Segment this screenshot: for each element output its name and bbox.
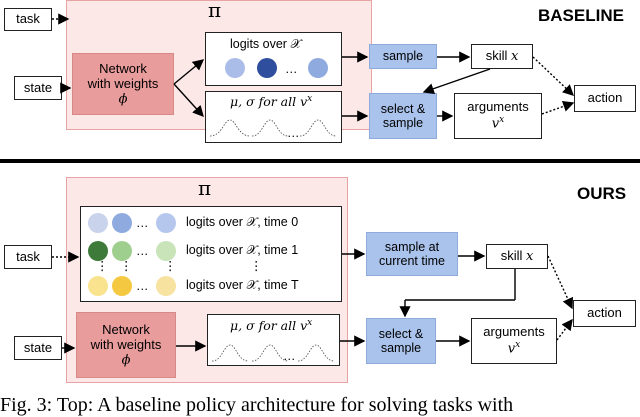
baseline-task-box: task — [4, 8, 52, 31]
ours-tT-dot-1 — [88, 276, 108, 296]
ours-tT-dot-2 — [112, 276, 132, 296]
ours-pi-label: π — [198, 176, 212, 200]
baseline-action-label: action — [587, 90, 623, 106]
ours-skill-text: skill — [500, 247, 526, 263]
ours-t1-dot-2 — [112, 241, 132, 261]
baseline-net-musigma-arrow — [173, 83, 204, 118]
ours-t1-dot-1 — [88, 241, 108, 261]
baseline-skill-action-arrow — [532, 56, 575, 96]
baseline-arguments-v: v — [491, 116, 500, 132]
baseline-state-label: state — [23, 79, 53, 95]
ours-musigma-sup: x — [307, 318, 313, 328]
ours-sample-current-box[interactable]: sample at current time — [366, 232, 458, 276]
baseline-select-box[interactable]: select & sample — [369, 93, 437, 139]
baseline-task-label: task — [16, 11, 40, 27]
ours-t0-label: logits over 𝒳, time 0 — [186, 215, 299, 229]
ours-task-label: task — [16, 248, 40, 264]
ours-skill-action-arrow — [547, 255, 573, 310]
baseline-logit-dot-1 — [225, 58, 245, 78]
ours-t0-dot-2 — [112, 213, 132, 233]
baseline-heading: BASELINE — [538, 6, 624, 25]
ours-t0-dot-3 — [156, 213, 176, 233]
ours-skill-box: skill x — [486, 244, 548, 269]
baseline-logit-dot-2 — [257, 58, 277, 78]
baseline-sample-label: sample — [382, 49, 424, 64]
baseline-skill-select-arrow — [422, 68, 491, 95]
ours-arguments-var: vx — [508, 340, 520, 357]
ours-musigma-box — [207, 314, 340, 366]
baseline-select-line2: sample — [382, 116, 424, 130]
baseline-logits-ellipsis: … — [285, 62, 298, 76]
ours-skill-label: skill x — [500, 247, 534, 265]
baseline-state-box: state — [14, 76, 62, 100]
ours-task-box: task — [4, 245, 52, 269]
ours-musigma-label: μ, σ for all vx — [230, 318, 312, 333]
ours-arguments-v: v — [507, 341, 516, 357]
baseline-musigma-sup: x — [307, 94, 313, 104]
baseline-skill-var: x — [510, 48, 519, 64]
baseline-musigma-text: μ, σ for all v — [230, 94, 308, 110]
baseline-pi-label: π — [208, 0, 222, 22]
ours-gaussians — [211, 344, 335, 362]
baseline-skill-box: skill x — [471, 44, 533, 69]
baseline-action-box: action — [574, 85, 636, 112]
baseline-skill-label: skill x — [485, 47, 519, 65]
ours-t1-ellipsis: … — [136, 244, 149, 258]
ours-tT-label: logits over 𝒳, time T — [186, 278, 299, 292]
baseline-sample-box[interactable]: sample — [369, 44, 437, 69]
ours-tT-ellipsis: … — [136, 279, 149, 293]
baseline-arguments-sup: x — [499, 114, 505, 125]
ours-tT-dot-3 — [156, 276, 176, 296]
baseline-musigma-label: μ, σ for all vx — [230, 94, 312, 109]
section-divider — [0, 159, 640, 163]
ours-select-line2: sample — [380, 341, 422, 355]
ours-select-line1: select & — [378, 326, 424, 341]
baseline-logits-label: logits over 𝒳 — [230, 37, 302, 51]
ours-sample-line1: sample at — [384, 239, 440, 254]
ours-vdots-3: ⋮ — [164, 259, 177, 273]
ours-action-label: action — [587, 305, 622, 321]
baseline-musigma-ellipsis: … — [287, 126, 300, 140]
ours-heading: OURS — [577, 184, 627, 203]
ours-t0-dot-1 — [88, 213, 108, 233]
ours-t1-dot-3 — [156, 241, 176, 261]
ours-musigma-ellipsis: … — [283, 349, 296, 363]
ours-t1-label: logits over 𝒳, time 1 — [186, 243, 299, 257]
baseline-gaussians — [209, 119, 337, 137]
ours-network-box: Network with weights ϕ — [76, 312, 176, 378]
baseline-musigma-box — [205, 91, 342, 143]
ours-action-box: action — [573, 300, 636, 327]
ours-arguments-label: arguments — [483, 323, 545, 339]
ours-state-box: state — [14, 336, 62, 360]
baseline-network-phi: ϕ — [118, 91, 128, 107]
ours-vdots-2: ⋮ — [120, 259, 133, 273]
ours-arguments-sup: x — [515, 339, 521, 350]
baseline-logit-dot-3 — [308, 58, 328, 78]
figure-caption: Fig. 3: Top: A baseline policy architect… — [0, 394, 514, 416]
baseline-network-line2: with weights — [87, 76, 159, 92]
baseline-network-line1: Network — [99, 60, 147, 76]
ours-network-phi: ϕ — [121, 352, 131, 368]
baseline-arguments-box: arguments vx — [454, 93, 542, 139]
ours-musigma-text: μ, σ for all v — [230, 318, 308, 334]
ours-network-line1: Network — [102, 321, 150, 337]
baseline-skill-text: skill — [485, 47, 511, 63]
ours-skill-var: x — [525, 248, 534, 264]
ours-args-action-arrow — [556, 318, 573, 341]
ours-t0-ellipsis: … — [136, 216, 149, 230]
ours-arguments-box: arguments vx — [471, 318, 557, 364]
ours-select-box[interactable]: select & sample — [366, 318, 436, 364]
ours-vdots-4: ⋮ — [250, 259, 263, 273]
baseline-network-box: Network with weights ϕ — [72, 53, 174, 115]
baseline-net-logits-arrow — [173, 59, 205, 85]
baseline-select-line1: select & — [380, 101, 426, 116]
baseline-arguments-var: vx — [492, 115, 504, 132]
ours-state-label: state — [23, 339, 53, 355]
baseline-arguments-label: arguments — [467, 98, 529, 114]
ours-sample-line2: current time — [379, 254, 445, 268]
baseline-args-action-arrow — [541, 100, 575, 115]
ours-network-line2: with weights — [90, 337, 162, 353]
ours-vdots-1: ⋮ — [96, 259, 109, 273]
